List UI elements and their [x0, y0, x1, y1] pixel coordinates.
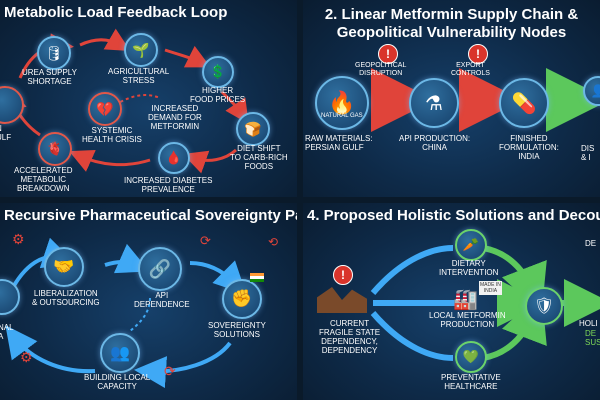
- broken-heart-icon: 💔: [88, 92, 122, 126]
- panel-metabolic-loop: Metabolic Load Feedback Loop N ULF 🛢 URE…: [0, 0, 297, 197]
- arrow: [105, 262, 135, 265]
- warning-label-2: EXPORT CONTROLS: [451, 62, 490, 78]
- chain-link-icon: 🔗: [138, 247, 182, 291]
- panel-title: Metabolic Load Feedback Loop: [4, 4, 227, 22]
- warning-icon: !: [468, 44, 488, 64]
- panel-supply-chain: 2. Linear Metformin Supply Chain & Geopo…: [303, 0, 600, 197]
- gear-icon: ⚙: [12, 231, 25, 248]
- cycle-icon: ⟲: [268, 235, 278, 249]
- node-api-label: API DEPENDENCE: [134, 291, 190, 309]
- cut-label-mid: HOLI: [579, 319, 598, 328]
- vegetables-icon: 🥕: [455, 229, 487, 261]
- cut-node-label: NAL A: [0, 323, 14, 341]
- gear-icon: ⚙: [20, 349, 33, 366]
- pills-icon: 💊: [499, 78, 549, 128]
- flag-icon: [250, 273, 264, 282]
- wilted-plant-icon: 🌱: [124, 33, 158, 67]
- node-agri-label: AGRICULTURAL STRESS: [108, 67, 169, 85]
- stage-form-label: FINISHED FORMULATION: INDIA: [499, 134, 559, 161]
- node-current-label: CURRENT FRAGILE STATE DEPENDENCY, DEPEND…: [319, 319, 380, 355]
- cycle-icon: ⟳: [164, 363, 176, 380]
- stage-api-label: API PRODUCTION: CHINA: [399, 134, 470, 152]
- arrow: [190, 263, 235, 283]
- node-food-label: HIGHER FOOD PRICES: [190, 86, 245, 104]
- gas-flame-icon: 🔥: [315, 76, 369, 130]
- cut-node-label: N ULF: [0, 124, 11, 142]
- gas-label: NATURAL GAS: [321, 112, 363, 120]
- node-health-label: SYSTEMIC HEALTH CRISIS: [82, 126, 142, 144]
- cycle-icon: ⟳: [200, 233, 211, 249]
- node-diet-label: DIETARY INTERVENTION: [439, 259, 498, 277]
- price-rise-icon: 💲: [202, 56, 234, 88]
- arrow: [80, 156, 150, 165]
- panel-holistic-solutions: 4. Proposed Holistic Solutions and Decou…: [303, 203, 600, 400]
- made-in-india-badge: MADE IN INDIA: [479, 281, 502, 295]
- node-diabetes-label: INCREASED DIABETES PREVALENCE: [124, 176, 212, 194]
- glucose-meter-icon: 🩸: [158, 142, 190, 174]
- warning-icon: !: [378, 44, 398, 64]
- people-icon: 👥: [100, 333, 140, 373]
- panel-sovereignty-paradox: Recursive Pharmaceutical Sovereignty Par…: [0, 203, 297, 400]
- handshake-icon: 🤝: [44, 247, 84, 287]
- cut-label-top: DE: [585, 239, 596, 248]
- node-lib-label: LIBERALIZATION & OUTSOURCING: [32, 289, 100, 307]
- arrow: [165, 50, 200, 62]
- title-line-1: 2. Linear Metformin Supply Chain &: [325, 6, 578, 23]
- node-urea-label: UREA SUPPLY SHORTAGE: [22, 68, 77, 86]
- shield-check-icon: 🛡: [525, 287, 563, 325]
- arrow: [80, 40, 120, 45]
- node-metabolic-label: ACCELERATED METABOLIC BREAKDOWN: [14, 166, 73, 193]
- node-sov-label: SOVEREIGNTY SOLUTIONS: [208, 321, 266, 339]
- heart-pulse-icon: 💚: [455, 341, 487, 373]
- panel-title: 4. Proposed Holistic Solutions and Decou…: [307, 207, 600, 225]
- stage-raw-label: RAW MATERIALS: PERSIAN GULF: [305, 134, 373, 152]
- cut-label-green: DE SUS: [585, 329, 600, 347]
- bread-icon: 🍞: [236, 112, 270, 146]
- node-local-label: LOCAL METFORMIN PRODUCTION: [429, 311, 506, 329]
- barrel-icon: 🛢: [37, 36, 71, 70]
- warning-icon: !: [333, 265, 353, 285]
- warning-label-1: GEOPOLITICAL DISRUPTION: [355, 62, 406, 78]
- title-line-2: Geopolitical Vulnerability Nodes: [337, 24, 567, 41]
- factory-icon: 🏭: [453, 287, 478, 312]
- panel-title: 2. Linear Metformin Supply Chain & Geopo…: [303, 6, 600, 42]
- node-prev-label: PREVENTATIVE HEALTHCARE: [441, 373, 501, 391]
- node-diet-label: DIET SHIFT TO CARB-RICH FOODS: [230, 144, 288, 171]
- metabolic-icon: 🫀: [38, 132, 72, 166]
- stage-dist-label: DIS & I: [581, 144, 594, 162]
- fist-flag-icon: ✊: [222, 279, 262, 319]
- node-build-label: BUILDING LOCAL CAPACITY: [84, 373, 150, 391]
- arrow: [150, 343, 230, 371]
- panel-title: Recursive Pharmaceutical Sovereignty Par…: [4, 207, 297, 225]
- flask-icon: ⚗: [409, 78, 459, 128]
- node-demand-label: INCREASED DEMAND FOR METFORMIN: [148, 104, 202, 131]
